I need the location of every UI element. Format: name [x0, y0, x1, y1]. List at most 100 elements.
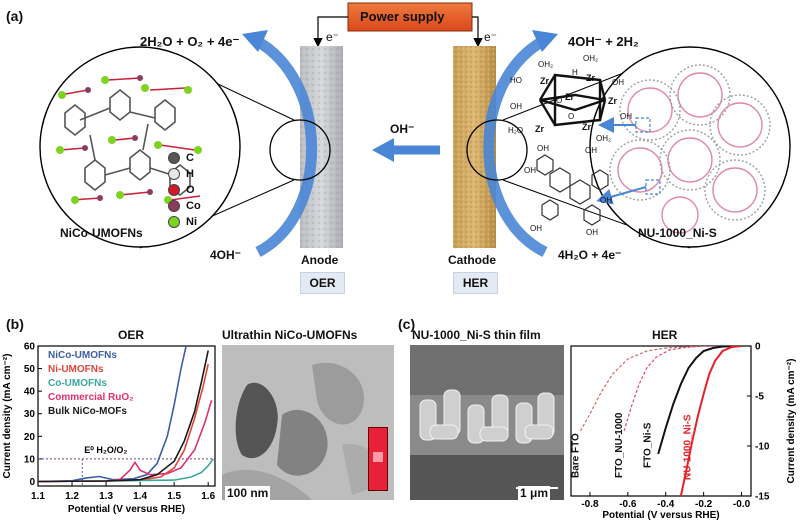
oer-e0-annotation: E⁰ H₂O/O₂ [84, 445, 127, 455]
cathode-zoom-region [466, 119, 528, 181]
her-x-tick-label: -0.8 [581, 499, 599, 510]
zr6-cluster [538, 73, 607, 127]
her-y-tick-label: -15 [755, 492, 770, 503]
legend-item: C [168, 150, 201, 166]
oer-legend-label: Ni-UMOFNs [48, 364, 104, 375]
zr-oh2-bottom: OH₂ [596, 134, 612, 143]
nico-umofns-label: NiCo-UMOFNs [60, 226, 143, 240]
legend-swatch [168, 184, 180, 196]
her-series-line [623, 346, 742, 432]
her-plot-title: HER [652, 328, 678, 342]
power-supply-label: Power supply [360, 9, 445, 24]
oer-legend-label: Commercial RuO₂ [48, 392, 134, 403]
zr-h: H [572, 68, 578, 77]
zr-oh-2: OH [510, 102, 522, 111]
legend-item: Ni [168, 214, 201, 230]
panel-b-label: (b) [6, 316, 24, 332]
zr-o-2: O [568, 112, 575, 121]
nu1000-framework [609, 64, 771, 234]
linker-oh-3: OH [530, 224, 542, 233]
oer-x-tick-label: 1.5 [167, 491, 181, 502]
zr-label-4: Zr [608, 96, 617, 106]
linker-oh-2: OH [600, 196, 612, 205]
her-y-tick-label: 0 [755, 342, 761, 353]
oer-y-tick-label: 30 [24, 409, 36, 420]
zr-ho: HO [510, 76, 522, 85]
tem-image [222, 345, 394, 500]
oer-equation: 2H₂O + O₂ + 4e⁻ [140, 34, 240, 49]
zr-o-1: O [556, 96, 563, 105]
linker-oh-4: OH [586, 228, 598, 237]
zr-oh-3: OH [620, 112, 632, 121]
legend-swatch [168, 152, 180, 164]
her-x-tick-label: -0.4 [657, 499, 675, 510]
wire-right [472, 16, 483, 48]
oer-x-tick-label: 1.4 [133, 491, 147, 502]
panel-a-label: (a) [6, 8, 24, 24]
her-series-label: FTO_Ni-S [643, 422, 654, 468]
oer-y-axis-label: Current density (mA cm⁻²) [2, 354, 13, 479]
her-y-tick-label: -10 [755, 442, 770, 453]
zr-oh-5: OH [585, 146, 597, 155]
sem-image [410, 345, 564, 500]
sem-scale-label: 1 μm [518, 486, 551, 500]
legend-item: H [168, 166, 201, 182]
zr-oh2-top: OH₂ [538, 60, 554, 69]
her-arrow [483, 35, 548, 257]
legend-label: Ni [186, 216, 197, 228]
legend-swatch [168, 168, 180, 180]
wire-left [313, 16, 348, 48]
legend-item: O [168, 182, 201, 198]
pyrene-linker [536, 154, 609, 226]
zr-h2o: H₂O [508, 126, 524, 135]
her-series-label: Bare FTO [571, 433, 582, 478]
linker-highlight [645, 179, 661, 195]
her-y-axis-label: Current density (mA cm⁻²) [786, 359, 797, 484]
oer-x-tick-label: 1.1 [31, 491, 45, 502]
legend-label: O [186, 184, 195, 196]
oer-series-line [38, 458, 214, 483]
legend-label: Co [186, 200, 201, 212]
legend-item: Co [168, 198, 201, 214]
zr-label-2: Zr [586, 73, 595, 83]
anode-reactant: 4OH⁻ [210, 248, 242, 262]
oer-series-line [38, 350, 209, 483]
oer-plot-title: OER [118, 328, 145, 342]
zr-label-3: Zr [565, 92, 574, 102]
her-box: HER [453, 272, 498, 294]
her-equation: 4OH⁻ + 2H₂ [568, 34, 639, 49]
oer-y-tick-label: 20 [24, 432, 36, 443]
zr-node-highlight [635, 117, 651, 133]
her-y-tick-label: -5 [755, 392, 764, 403]
nu1000-label: NU-1000_Ni-S [638, 226, 717, 240]
nico-crystal-structure [56, 75, 202, 204]
her-series-line [657, 346, 742, 455]
her-x-tick-label: -0.2 [695, 499, 713, 510]
oer-arrow [252, 35, 318, 257]
zr-oh2-top2: OH₂ [583, 54, 599, 63]
tem-inset-photo [368, 427, 388, 491]
hydroxide-label: OH⁻ [390, 122, 415, 136]
oer-y-tick-label: 10 [24, 454, 36, 465]
oer-x-tick-label: 1.6 [201, 491, 215, 502]
oer-x-axis-label: Potential (V versus RHE) [68, 504, 185, 515]
her-x-tick-label: -0.0 [733, 499, 751, 510]
zr-label-5: Zr [535, 124, 544, 134]
zr-oh-4: OH [537, 144, 549, 153]
her-x-tick-label: -0.6 [619, 499, 637, 510]
legend-label: C [186, 152, 194, 164]
zr-oh-1: OH [612, 78, 624, 87]
zr-label-1: Zr [540, 76, 549, 86]
oer-plot-frame [37, 345, 216, 487]
linker-oh-1: OH [524, 166, 536, 175]
oer-y-tick-label: 60 [24, 342, 36, 353]
nu1000-circle [589, 46, 791, 248]
cathode-reactant: 4H₂O + 4e⁻ [558, 248, 622, 262]
oer-series-line [38, 346, 187, 483]
oer-x-tick-label: 1.2 [65, 491, 79, 502]
her-series-line [679, 346, 742, 496]
cathode-label: Cathode [448, 253, 496, 267]
